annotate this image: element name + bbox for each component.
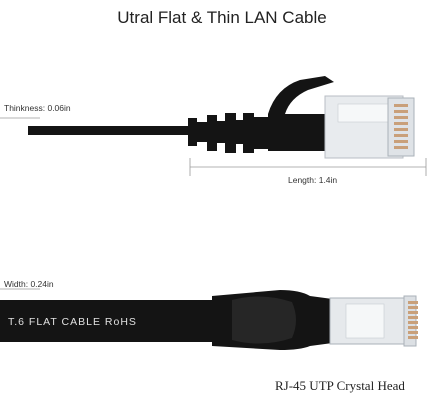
flat-cable	[0, 300, 215, 342]
rj45-plug-side	[324, 95, 415, 159]
page-title: Utral Flat & Thin LAN Cable	[117, 8, 327, 27]
rj45-plug-top	[329, 295, 418, 347]
thickness-label: Thinkness: 0.06in	[4, 103, 71, 113]
latch-boot	[268, 76, 334, 114]
cable-side	[28, 126, 203, 135]
boot-ridge	[232, 296, 296, 344]
length-dimension-line	[189, 158, 427, 176]
length-label: Length: 1.4in	[288, 175, 338, 185]
cable-print-text: T.6 FLAT CABLE RoHS	[8, 316, 137, 328]
width-label: Width: 0.24in	[4, 279, 54, 289]
connector-caption: RJ-45 UTP Crystal Head	[275, 378, 405, 393]
